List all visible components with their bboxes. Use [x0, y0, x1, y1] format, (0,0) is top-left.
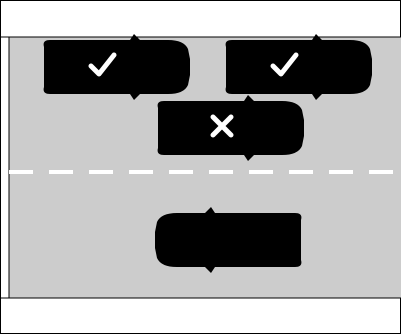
- car-parked-correct: [226, 34, 372, 100]
- cross-icon: [213, 117, 231, 135]
- car-parked-correct: [44, 34, 190, 100]
- car-moving: [155, 207, 301, 273]
- car-parked-incorrect: [158, 95, 304, 161]
